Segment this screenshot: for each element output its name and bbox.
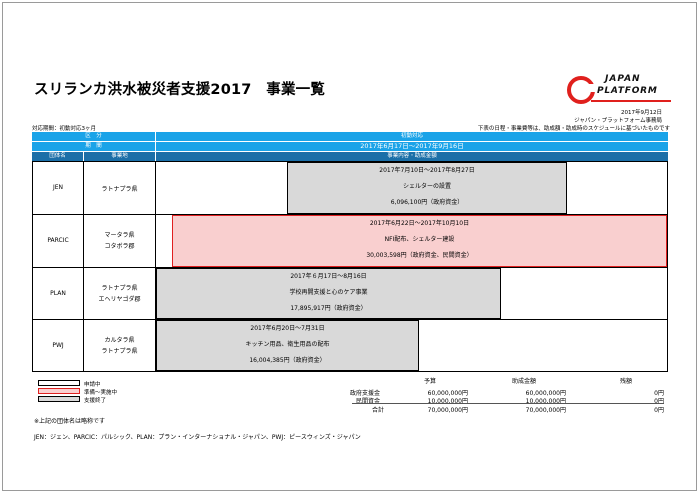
grid-line — [32, 214, 668, 215]
header-kikan-value: 2017年6月17日～2017年9月16日 — [156, 142, 668, 151]
header-col-area: 事業地 — [84, 152, 155, 161]
project-amount: 17,895,917円（政府資金） — [290, 305, 367, 312]
project-period: 2017年6月22日～2017年10月10日 — [369, 220, 470, 227]
row-org-plan: PLAN — [50, 290, 66, 297]
summary-budget: 70,000,000円 — [427, 407, 468, 414]
summary-row-label: 合計 — [372, 407, 385, 414]
grid-line — [83, 161, 84, 372]
project-content: キッチン用品、衛生用品の配布 — [245, 341, 330, 348]
logo-underline — [591, 100, 671, 102]
logo-ring-icon — [567, 76, 598, 104]
row-area-plan-2: エヘリヤゴダ郡 — [98, 296, 141, 303]
summary-header-budget: 予算 — [424, 378, 437, 385]
row-area-parcic-2: コタボラ郡 — [104, 243, 135, 250]
organization-name: ジャパン・プラットフォーム事務局 — [574, 118, 662, 124]
row-org-parcic: PARCIC — [47, 237, 69, 244]
project-amount: 6,096,100円（政府資金） — [390, 199, 464, 206]
grid-line — [32, 319, 668, 320]
legend-swatch-applying — [38, 380, 80, 386]
summary-header-remaining: 残額 — [620, 378, 633, 385]
summary-remaining: 0円 — [654, 398, 664, 405]
logo-text-2: PLATFORM — [597, 86, 658, 96]
grid-line — [155, 161, 156, 372]
project-bar-jen: 2017年7月10日～2017年8月27日 シェルターの設置 6,096,100… — [287, 162, 567, 214]
summary-grant: 60,000,000円 — [525, 390, 566, 397]
summary-divider — [352, 403, 664, 404]
row-area-pwj-2: ラトナプラ県 — [101, 348, 138, 355]
grid-line — [32, 371, 668, 372]
header-col-org: 団体名 — [32, 152, 83, 161]
project-content: 学校再開支援と心のケア事業 — [289, 289, 368, 296]
project-bar-pwj: 2017年6月20日～7月31日 キッチン用品、衛生用品の配布 16,004,3… — [156, 320, 419, 371]
project-bar-parcic: 2017年6月22日～2017年10月10日 NFI配布、シェルター建設 30,… — [172, 215, 667, 267]
summary-grant: 10,000,000円 — [525, 398, 566, 405]
grid-line — [32, 267, 668, 268]
legend-label: 準備～実施中 — [84, 390, 118, 396]
summary-row-label: 民間資金 — [356, 398, 381, 405]
summary-remaining: 0円 — [654, 407, 664, 414]
summary-header-grant: 助成金額 — [512, 378, 537, 385]
grid-line — [32, 161, 33, 372]
legend-swatch-in-progress — [38, 388, 80, 394]
footnote-org-names: JEN：ジェン、PARCIC：パルシック、PLAN：プラン・インターナショナル・… — [34, 434, 361, 441]
project-period: 2017年6月20日～7月31日 — [250, 325, 325, 332]
summary-budget: 60,000,000円 — [427, 390, 468, 397]
project-bar-plan: 2017年６月17日～8月16日 学校再開支援と心のケア事業 17,895,91… — [156, 268, 501, 319]
grid-line — [32, 161, 668, 162]
row-area-pwj-1: カルタラ県 — [104, 337, 135, 344]
japan-platform-logo: JAPAN PLATFORM — [567, 74, 677, 108]
row-area-jen: ラトナプラ県 — [101, 186, 138, 193]
page-title: スリランカ洪水被災者支援2017 事業一覧 — [34, 82, 326, 98]
row-org-jen: JEN — [52, 184, 64, 191]
header-col-content: 事業内容・助成金額 — [156, 152, 668, 161]
legend-swatch-completed — [38, 396, 80, 402]
project-amount: 16,004,385円（政府資金） — [249, 357, 326, 364]
header-kubun-label: 区 分 — [32, 132, 155, 141]
summary-row-label: 政府支援金 — [350, 390, 381, 397]
legend-label: 支援終了 — [84, 398, 107, 404]
project-period: 2017年６月17日～8月16日 — [290, 273, 367, 280]
project-content: NFI配布、シェルター建設 — [384, 236, 455, 243]
row-org-pwj: PWJ — [52, 342, 64, 349]
legend-label: 申請中 — [84, 382, 101, 388]
document-date: 2017年9月12日 — [621, 110, 662, 116]
project-amount: 30,003,598円（政府資金、民間資金） — [366, 252, 473, 259]
summary-remaining: 0円 — [654, 390, 664, 397]
project-period: 2017年7月10日～2017年8月27日 — [379, 167, 475, 174]
summary-budget: 10,000,000円 — [427, 398, 468, 405]
grid-line — [667, 161, 668, 372]
row-area-parcic-1: マータラ県 — [104, 232, 135, 239]
footnote-abbreviation: ※上記の団体名は略称です — [34, 418, 106, 425]
summary-grant: 70,000,000円 — [525, 407, 566, 414]
header-kubun-value: 初動対応 — [156, 132, 668, 141]
header-kikan-label: 期 間 — [32, 142, 155, 151]
logo-text-1: JAPAN — [605, 74, 641, 84]
row-area-plan-1: ラトナプラ県 — [101, 285, 138, 292]
schedule-note: 下表の日程・事業費等は、助成額・助成時のスケジュールに基づいたものです — [477, 126, 670, 132]
project-content: シェルターの設置 — [402, 183, 451, 190]
response-period: 対応期間：初動対応3ヶ月 — [32, 126, 97, 132]
